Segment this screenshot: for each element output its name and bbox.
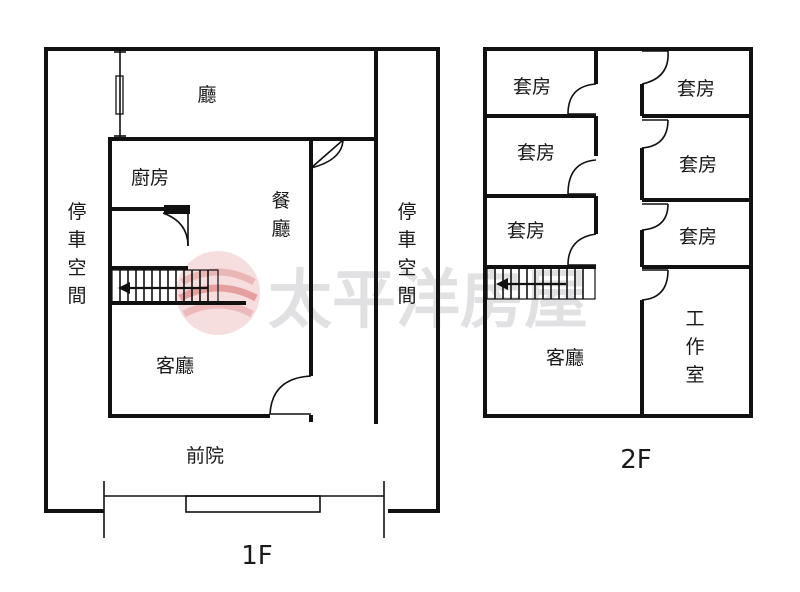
label-2f-suite-right-2: 套房	[679, 154, 717, 176]
1f-outer-wall	[44, 47, 440, 513]
label-1f-parking-left-1: 停	[67, 201, 86, 223]
label-1f-living: 客廳	[156, 355, 194, 377]
label-1f-parking-left-2: 車	[67, 229, 86, 251]
label-1f-hall: 廳	[197, 84, 216, 106]
label-1f-parking-left-4: 間	[67, 285, 86, 307]
label-2f-studio-3: 室	[685, 364, 704, 386]
label-1f-kitchen: 廚房	[131, 166, 169, 189]
floor-2-label: 2F	[620, 445, 652, 475]
label-1f-parking-left-3: 空	[67, 257, 86, 279]
label-2f-studio-1: 工	[685, 308, 704, 330]
1f-door-living	[269, 375, 312, 415]
1f-door-dining	[310, 139, 344, 169]
label-2f-studio-2: 作	[685, 336, 704, 358]
watermark-text: 太平洋房屋	[268, 263, 588, 338]
label-2f-suite-left-3: 套房	[507, 220, 545, 242]
1f-stairs	[111, 269, 219, 303]
label-2f-suite-right-3: 套房	[679, 226, 717, 248]
1f-gate	[185, 495, 321, 513]
floor-1-label: 1F	[241, 541, 273, 571]
label-1f-front-yard: 前院	[186, 445, 224, 467]
label-1f-parking-right-4: 間	[397, 285, 416, 307]
2f-outer-wall	[483, 47, 753, 418]
floor-1-plan: 廳 廚房 餐 廳 停 車 空 間 停 車 空 間 客廳 前院 1F	[44, 47, 440, 571]
label-2f-living: 客廳	[546, 347, 584, 369]
label-2f-suite-left-2: 套房	[517, 142, 555, 164]
2f-stairs	[486, 267, 596, 300]
label-2f-suite-left-1: 套房	[513, 76, 551, 98]
label-1f-parking-right-1: 停	[397, 201, 416, 223]
label-1f-parking-right-3: 空	[397, 257, 416, 279]
label-1f-dining-1: 餐	[271, 190, 290, 212]
floor-2-plan: 套房 套房 套房 套房 套房 套房 客廳 工 作 室 2F	[483, 47, 753, 475]
1f-inner-wall	[108, 137, 311, 418]
label-1f-parking-right-2: 車	[397, 229, 416, 251]
label-1f-dining-2: 廳	[271, 218, 290, 240]
label-2f-suite-right-1: 套房	[677, 78, 715, 100]
